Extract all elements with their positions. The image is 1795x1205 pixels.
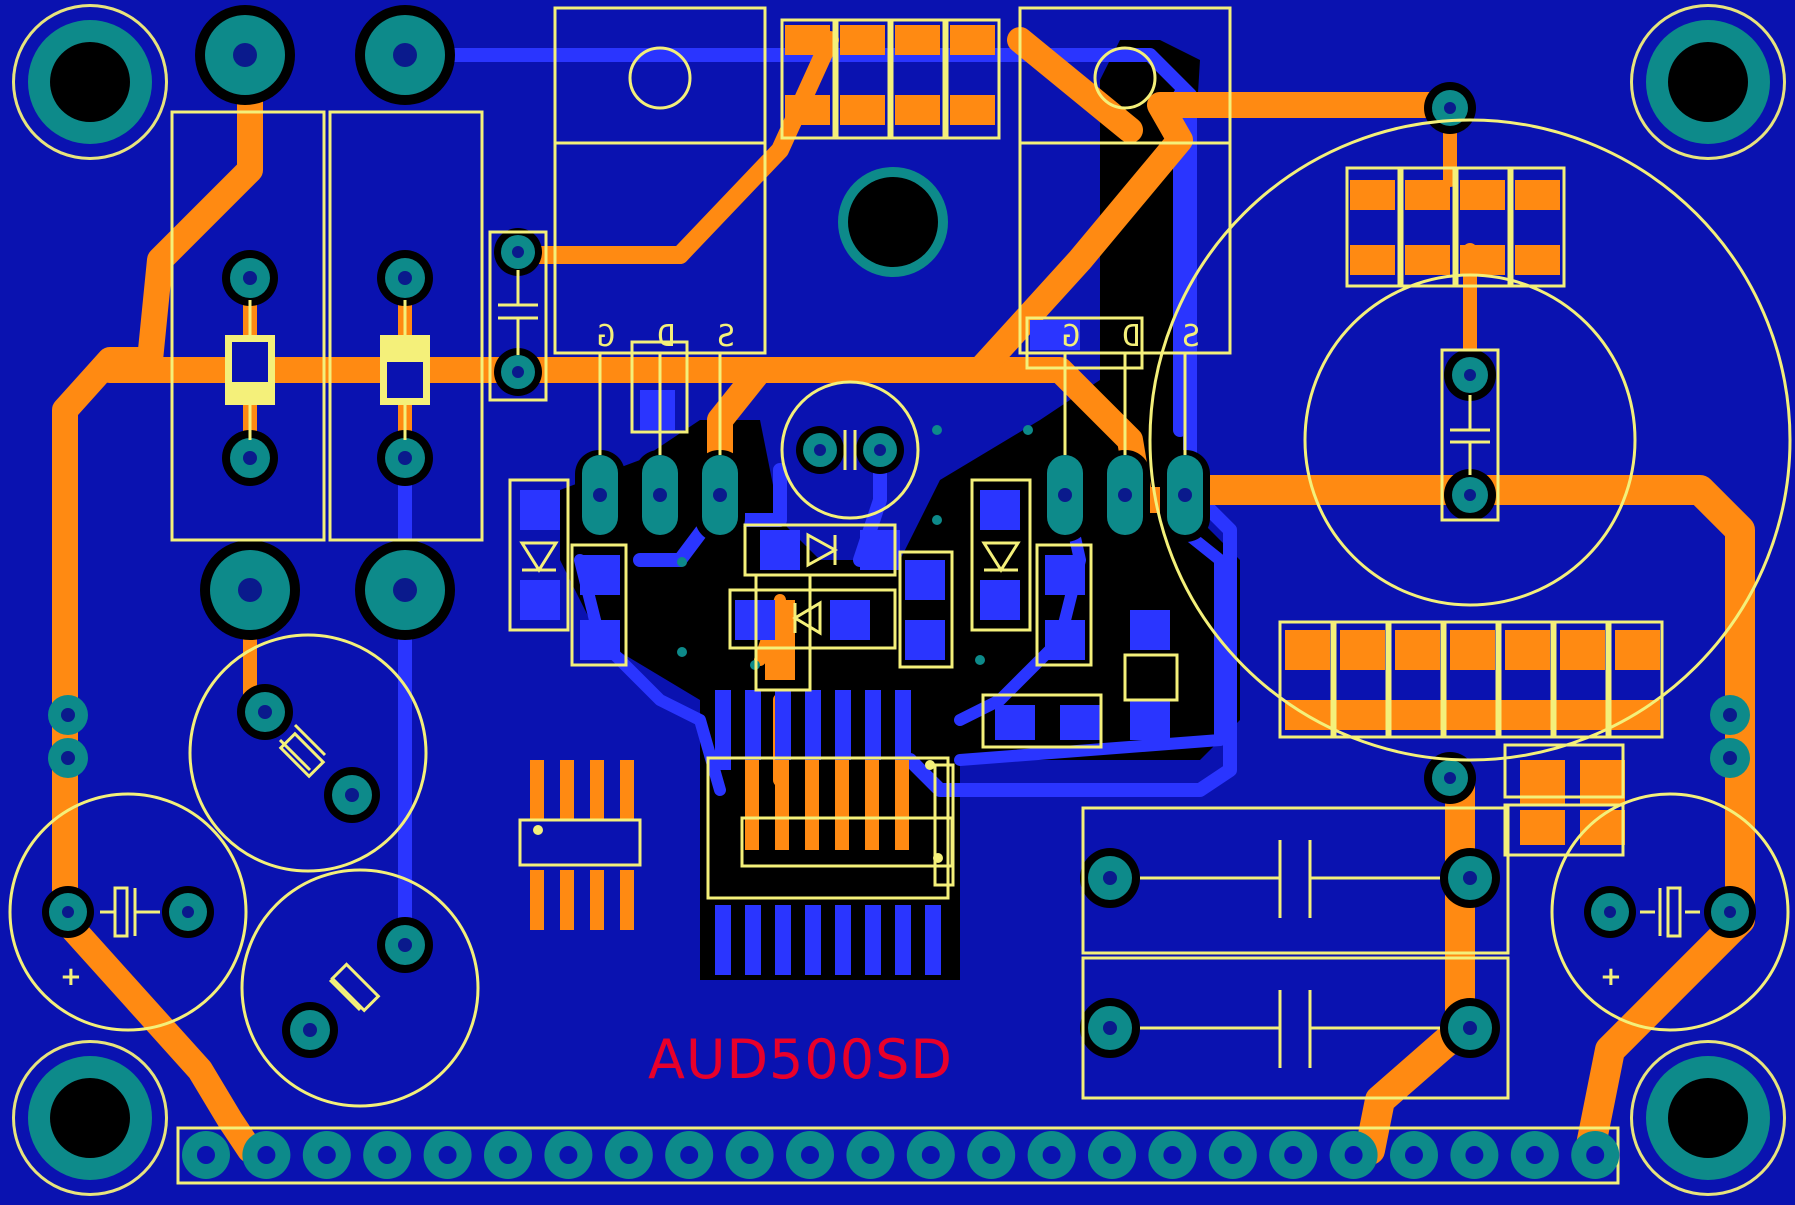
mosfet-1-pin-d: D: [657, 319, 675, 354]
mosfet-1-pin-labels: G D S: [597, 319, 735, 354]
mosfet-2-pin-s: S: [1182, 319, 1200, 354]
mosfet-2-pin-d: D: [1122, 319, 1140, 354]
smd-pads-top: [530, 25, 1660, 930]
header-pin: [1450, 1131, 1499, 1179]
header-pin: [1390, 1131, 1438, 1179]
mosfet-pads: [575, 450, 1210, 542]
header-pin: [846, 1131, 895, 1179]
polarity-mark-right: +: [1600, 962, 1622, 992]
header-pin: [906, 1131, 955, 1179]
mounting-hole-bottom-left: [12, 1040, 168, 1196]
header-pin: [302, 1131, 351, 1179]
pin-header: [182, 1131, 1620, 1179]
mounting-hole-bottom-right: [1630, 1040, 1786, 1196]
header-pin: [544, 1131, 593, 1179]
mounting-hole-top-right: [1630, 4, 1786, 160]
mosfet-2-pin-labels: G D S: [1062, 319, 1200, 354]
header-pin: [242, 1131, 291, 1179]
mosfet-2-pin-g: G: [1062, 319, 1080, 354]
header-pin: [1510, 1131, 1559, 1179]
header-pin: [665, 1131, 714, 1179]
through-hole-pads: [42, 5, 1756, 1058]
header-pin: [1148, 1131, 1197, 1179]
mosfet-1-pin-g: G: [597, 319, 615, 354]
header-pin: [604, 1131, 653, 1179]
header-pin: [182, 1131, 230, 1179]
header-pin: [786, 1131, 834, 1179]
header-pin: [1269, 1131, 1318, 1179]
header-pin: [1208, 1131, 1257, 1179]
header-pin: [363, 1131, 412, 1179]
header-pin: [1571, 1131, 1620, 1179]
smd-pads-bottom: [520, 320, 1170, 975]
header-pin: [423, 1131, 472, 1179]
mounting-hole-top-left: [12, 4, 168, 160]
polarity-mark-left: +: [60, 962, 82, 992]
header-pin: [1088, 1131, 1136, 1179]
header-pin: [484, 1131, 532, 1179]
mosfet-1-pin-s: S: [717, 319, 735, 354]
header-pin: [1027, 1131, 1076, 1179]
header-pin: [967, 1131, 1016, 1179]
header-pin: [725, 1131, 774, 1179]
header-pin: [1329, 1131, 1378, 1179]
mounting-holes: [12, 4, 1786, 1196]
board-label: AUD500SD: [648, 1028, 953, 1091]
